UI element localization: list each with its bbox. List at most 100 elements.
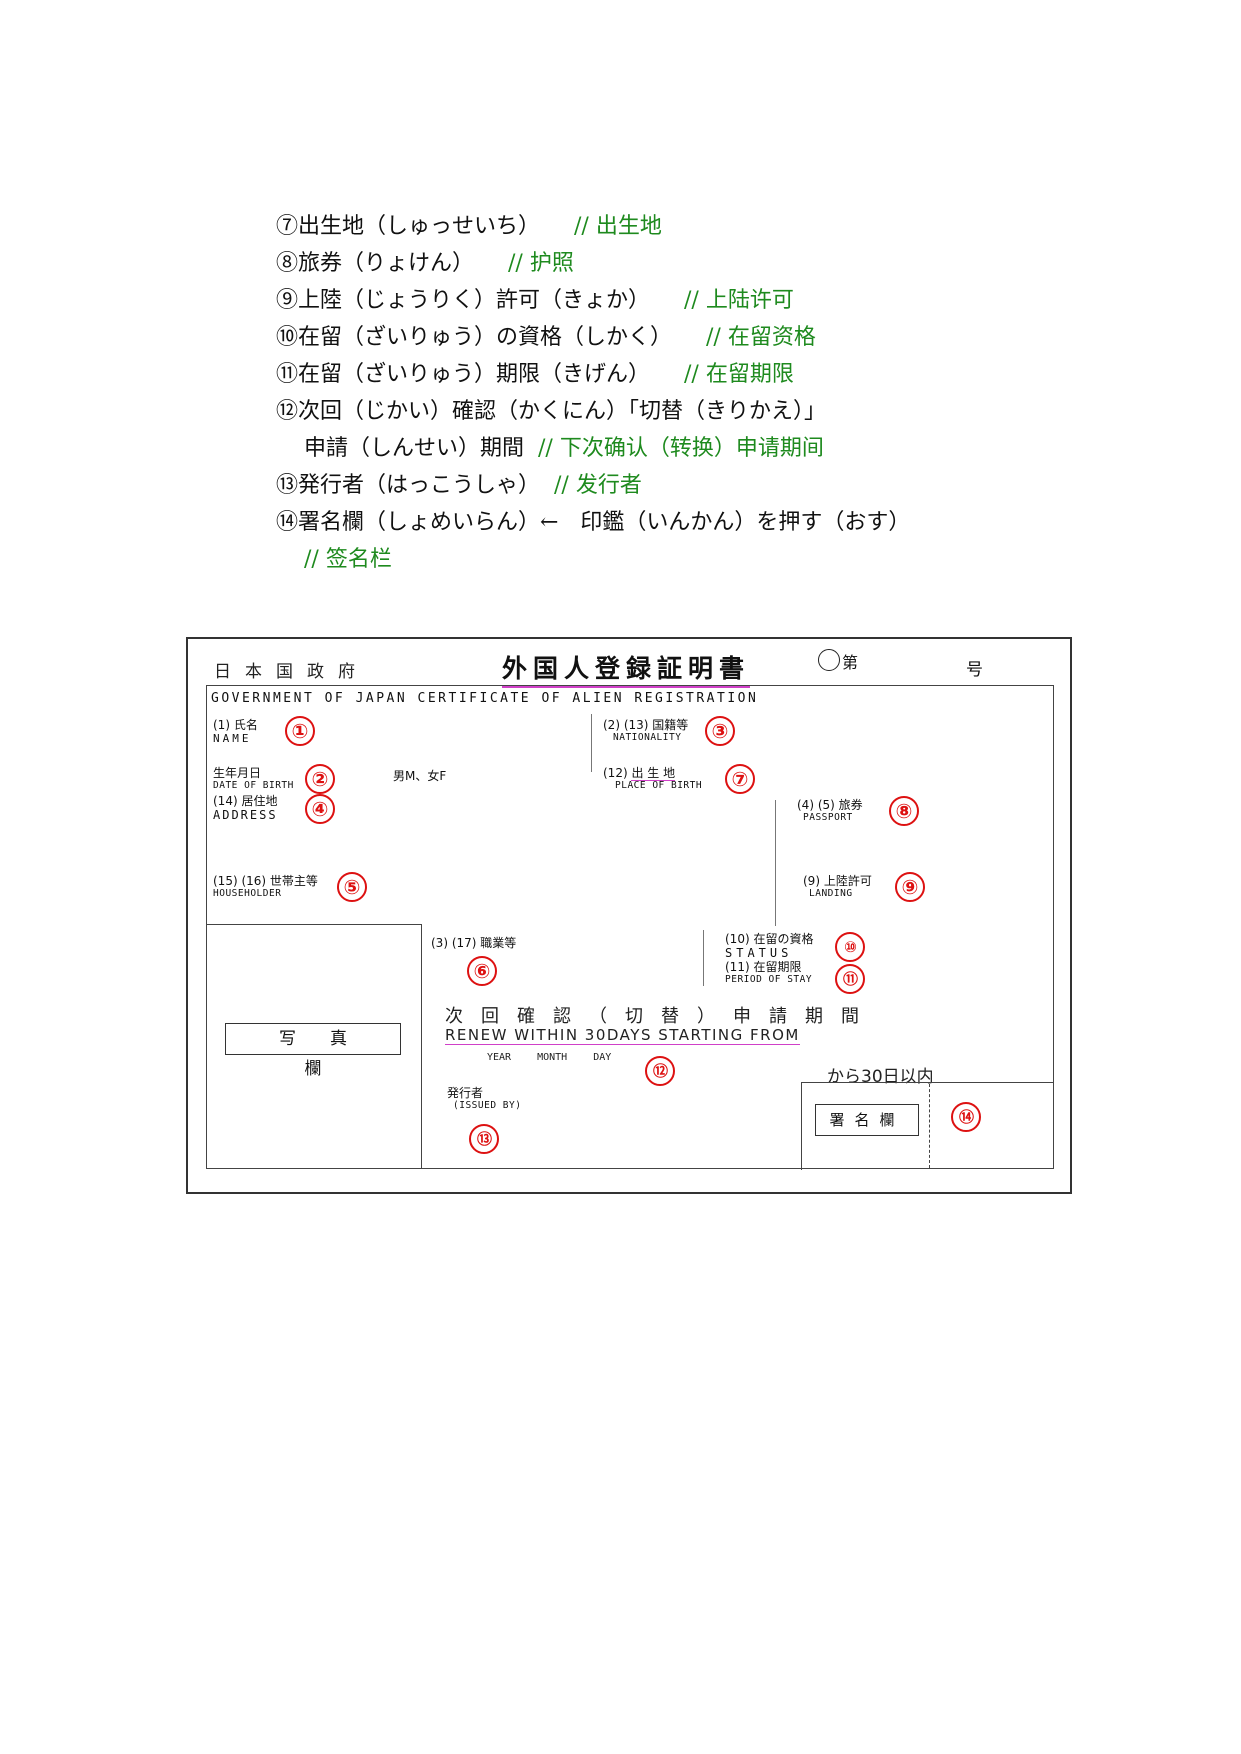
marker-13: ⑬ (469, 1124, 499, 1154)
marker-5: ⑤ (337, 872, 367, 902)
occupation-label-jp: (3) (17) 職業等 (431, 936, 517, 950)
passport-label-jp: (4) (5) 旅券 (797, 798, 863, 812)
householder-label-jp: (15) (16) 世帯主等 (213, 874, 318, 888)
note-jp: ⑫次回（じかい）確認（かくにん）「切替（きりかえ）」 (276, 399, 827, 424)
birthplace-label-jp: 出 生 地 (631, 766, 676, 781)
ymd-label: YEAR MONTH DAY (487, 1052, 612, 1063)
status-label-jp: (10) 在留の資格 (725, 932, 814, 946)
divider (801, 1082, 802, 1170)
marker-12: ⑫ (645, 1056, 675, 1086)
birthplace-field: (12) 出 生 地 PLACE OF BIRTH (603, 766, 702, 791)
note-line: ⑦出生地（しゅっせいち） // 出生地 (276, 208, 910, 245)
note-jp: ⑧旅券（りょけん） (276, 251, 475, 276)
dob-field: 生年月日 DATE OF BIRTH (213, 766, 294, 791)
period-label-en: PERIOD OF STAY (725, 974, 813, 985)
note-line: ⑨上陸（じょうりく）許可（きょか） // 上陆许可 (276, 282, 910, 319)
issued-label-jp: 発行者 (447, 1086, 484, 1100)
note-line: // 签名栏 (276, 541, 910, 578)
note-jp: ⑭署名欄（しょめいらん）← 印鑑（いんかん）を押す（おす） (276, 510, 911, 535)
marker-3: ③ (705, 716, 735, 746)
divider (929, 1084, 930, 1168)
note-line: ⑬発行者（はっこうしゃ） // 发行者 (276, 467, 910, 504)
signature-box: 署名欄 (815, 1104, 919, 1136)
note-cn: // 在留资格 (706, 325, 816, 350)
marker-1: ① (285, 716, 315, 746)
cert-title: 外国人登録証明書 (502, 649, 751, 688)
period-label-jp: (11) 在留期限 (725, 960, 802, 974)
marker-4: ④ (305, 794, 335, 824)
go-label: 号 (966, 660, 983, 680)
note-line: 申請（しんせい）期間 // 下次确认（转换）申请期间 (276, 430, 910, 467)
landing-label-jp: (9) 上陸許可 (803, 874, 872, 888)
divider (801, 1082, 1053, 1083)
note-cn: // 签名栏 (304, 547, 392, 572)
status-label-en: STATUS (725, 946, 793, 960)
note-cn: // 发行者 (554, 473, 642, 498)
marker-9: ⑨ (895, 872, 925, 902)
dob-label-en: DATE OF BIRTH (213, 780, 294, 791)
gov-en: GOVERNMENT OF JAPAN CERTIFICATE OF ALIEN… (211, 691, 759, 706)
note-line: ⑫次回（じかい）確認（かくにん）「切替（きりかえ）」 (276, 393, 910, 430)
note-jp: ⑪在留（ざいりゅう）期限（きげん） (276, 362, 651, 387)
passport-field: (4) (5) 旅券 PASSPORT (797, 798, 863, 823)
marker-10: ⑩ (835, 932, 865, 962)
marker-2: ② (305, 764, 335, 794)
note-cn: // 上陆许可 (684, 288, 794, 313)
status-field: (10) 在留の資格 STATUS (11) 在留期限 PERIOD OF ST… (725, 932, 813, 985)
number-mark: 第 (818, 649, 858, 674)
note-jp: ⑦出生地（しゅっせいち） (276, 214, 541, 239)
marker-14: ⑭ (951, 1102, 981, 1132)
birthplace-prefix: (12) (603, 766, 628, 780)
gov-jp: 日本国政府 (214, 662, 369, 682)
name-field: (1) 氏名 NAME (213, 718, 258, 745)
landing-label-en: LANDING (809, 888, 853, 899)
name-label-en: NAME (213, 732, 252, 745)
note-cn: // 在留期限 (684, 362, 794, 387)
householder-field: (15) (16) 世帯主等 HOUSEHOLDER (213, 874, 318, 899)
passport-label-en: PASSPORT (803, 812, 853, 823)
note-cn: // 下次确认（转换）申请期间 (538, 436, 824, 461)
divider (703, 930, 704, 986)
nationality-field: (2) (13) 国籍等 NATIONALITY (603, 718, 688, 743)
sex-field: 男M、女F (393, 769, 447, 783)
renew-label-en: RENEW WITHIN 30DAYS STARTING FROM (445, 1026, 800, 1045)
note-cn: // 出生地 (574, 214, 662, 239)
note-line: ⑭署名欄（しょめいらん）← 印鑑（いんかん）を押す（おす） (276, 504, 910, 541)
marker-7: ⑦ (725, 764, 755, 794)
divider (591, 714, 592, 772)
address-label-jp: (14) 居住地 (213, 794, 278, 808)
notes-list: ⑦出生地（しゅっせいち） // 出生地 ⑧旅券（りょけん） // 护照 ⑨上陸（じょ… (276, 208, 910, 578)
note-cn: // 护照 (508, 251, 574, 276)
note-jp: ⑬発行者（はっこうしゃ） (276, 473, 541, 498)
cert-body: GOVERNMENT OF JAPAN CERTIFICATE OF ALIEN… (206, 685, 1054, 1170)
deadline-label: から30日以内 (827, 1067, 934, 1087)
issued-label-en: (ISSUED BY) (453, 1100, 522, 1111)
dob-label-jp: 生年月日 (213, 766, 262, 780)
marker-6: ⑥ (467, 956, 497, 986)
address-field: (14) 居住地 ADDRESS (213, 794, 278, 822)
birthplace-label-en: PLACE OF BIRTH (615, 780, 703, 791)
divider (421, 924, 422, 1168)
divider (775, 800, 776, 926)
address-label-en: ADDRESS (213, 808, 278, 822)
note-jp: ⑨上陸（じょうりく）許可（きょか） (276, 288, 651, 313)
circle-icon (818, 649, 840, 671)
marker-8: ⑧ (889, 796, 919, 826)
marker-11: ⑪ (835, 964, 865, 994)
nationality-label-jp: (2) (13) 国籍等 (603, 718, 689, 732)
name-label-jp: (1) 氏名 (213, 718, 258, 732)
note-line: ⑩在留（ざいりゅう）の資格（しかく） // 在留资格 (276, 319, 910, 356)
alien-registration-certificate: 日本国政府 外国人登録証明書 第 号 GOVERNMENT OF JAPAN C… (186, 637, 1072, 1194)
note-jp: ⑩在留（ざいりゅう）の資格（しかく） (276, 325, 673, 350)
no-label: 第 (842, 653, 859, 672)
note-line: ⑧旅券（りょけん） // 护照 (276, 245, 910, 282)
issued-by-field: 発行者 (ISSUED BY) (447, 1086, 521, 1111)
landing-field: (9) 上陸許可 LANDING (803, 874, 872, 899)
householder-label-en: HOUSEHOLDER (213, 888, 282, 899)
note-jp: 申請（しんせい）期間 (304, 436, 525, 461)
renew-label-jp: 次回確認（切替）申請期間 (445, 1006, 877, 1027)
photo-area: 写真欄 (225, 1023, 401, 1079)
nationality-label-en: NATIONALITY (613, 732, 682, 743)
divider (207, 924, 421, 925)
note-line: ⑪在留（ざいりゅう）期限（きげん） // 在留期限 (276, 356, 910, 393)
